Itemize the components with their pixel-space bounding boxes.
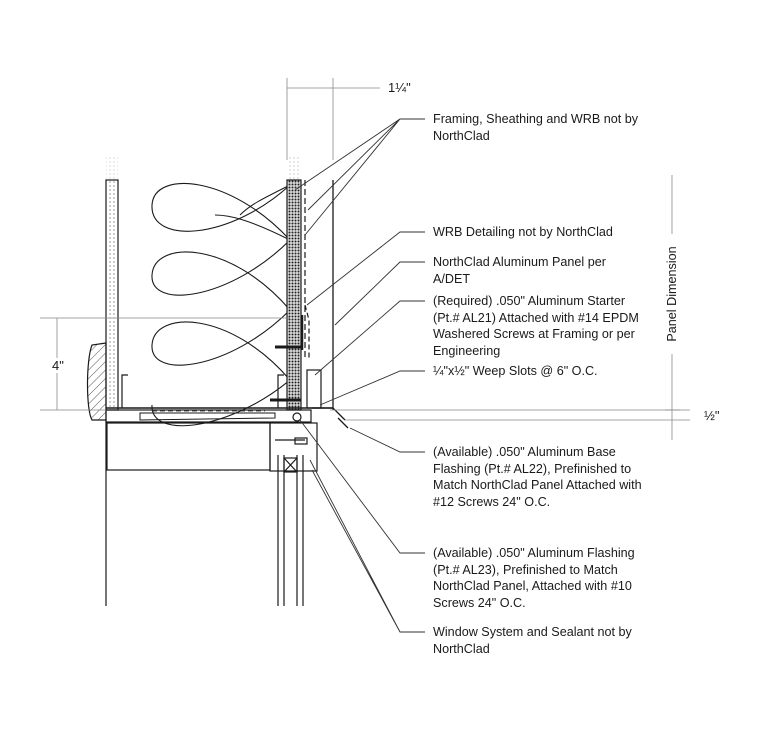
callout-wrb-detailing: WRB Detailing not by NorthClad	[433, 225, 613, 239]
callout-flashing: (Available) .050" Aluminum Flashing(Pt.#…	[433, 546, 635, 610]
starter-channel	[306, 369, 322, 409]
base-flashing	[312, 407, 349, 429]
batt-insulation	[151, 182, 291, 427]
callout-starter: (Required) .050" Aluminum Starter(Pt.# A…	[433, 294, 639, 358]
callout-weep-slots: ¼"x½" Weep Slots @ 6" O.C.	[433, 364, 598, 378]
dimension-panel: Panel Dimension	[665, 234, 679, 354]
window-head	[106, 422, 271, 471]
dimension-bottom-gap: ½"	[704, 408, 720, 423]
sheathing	[286, 179, 302, 411]
wood-trim	[86, 342, 107, 421]
gypsum-board	[105, 179, 119, 411]
sill	[105, 409, 312, 423]
dimension-left-height: 4"	[52, 358, 64, 373]
dimension-top-width: 1¼"	[388, 80, 411, 95]
